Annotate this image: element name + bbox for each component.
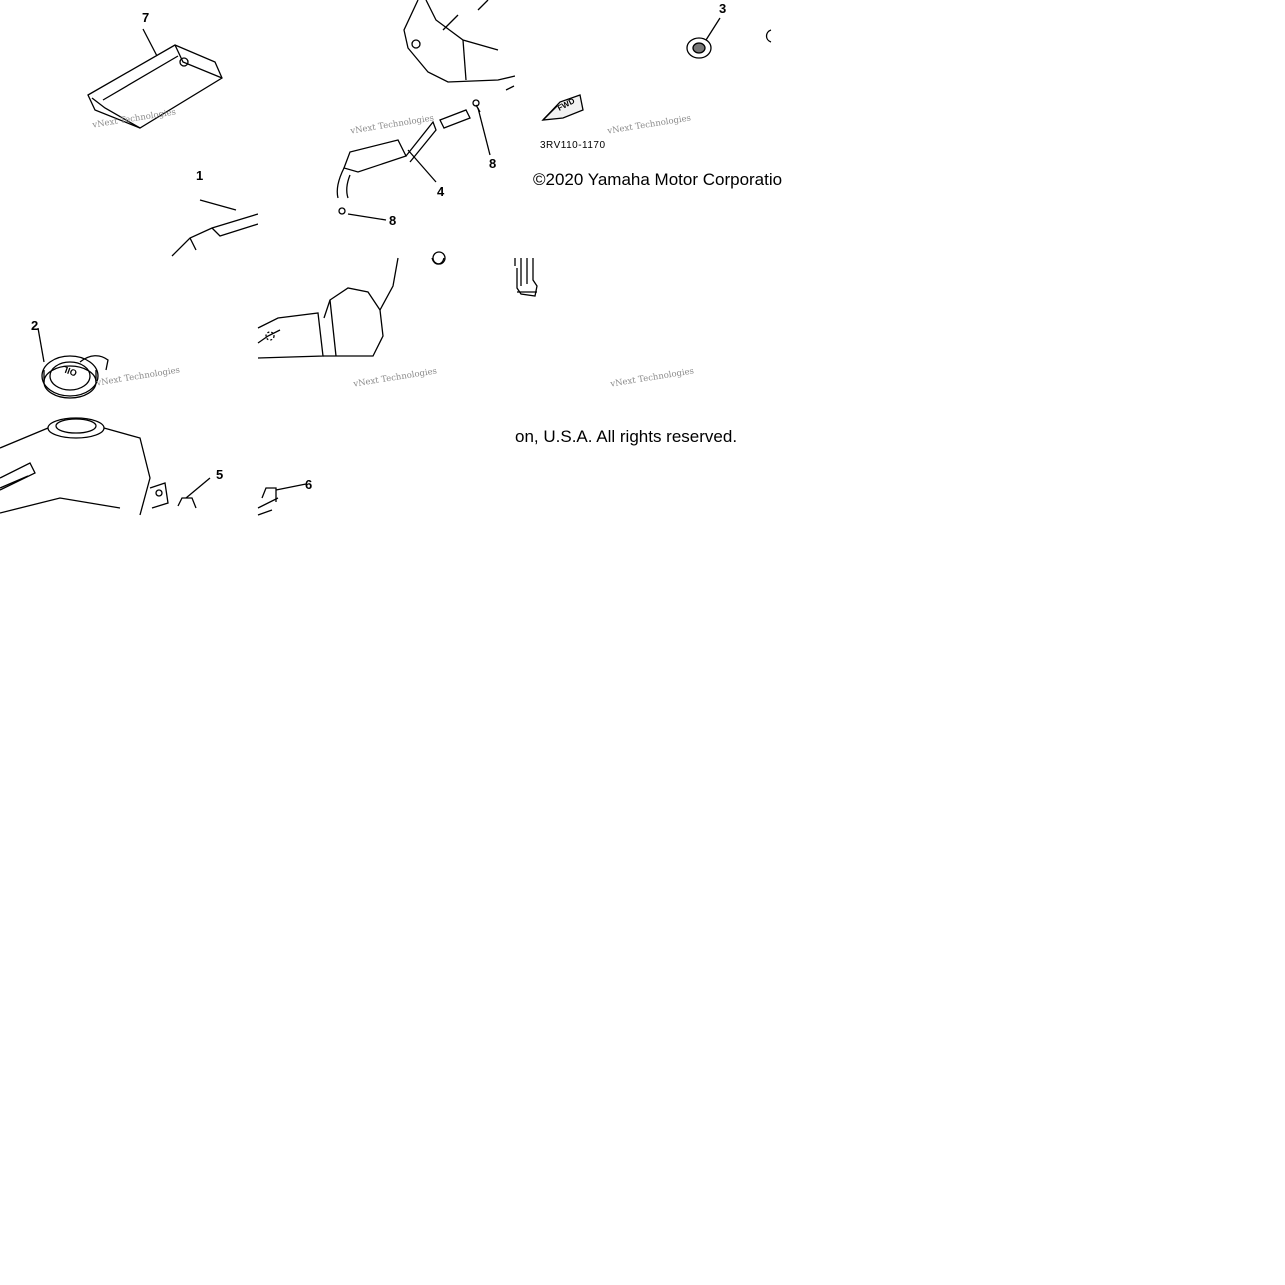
diagram-tile-tank: 2 5 OIL vNext Technologies: [0, 258, 258, 516]
diagram-tile-bracket: 6 vNext Technologies: [257, 251, 515, 516]
tank-bracket-drawing: [257, 251, 446, 516]
callout-8-lower: 8: [389, 213, 397, 228]
callout-4: 4: [437, 184, 445, 199]
callout-3: 3: [719, 1, 727, 16]
copyright-notice-continued: on, U.S.A. All rights reserved.: [515, 427, 738, 446]
tool-bag-drawing: [87, 28, 259, 257]
callout-8-upper: 8: [489, 156, 497, 171]
callout-2: 2: [31, 318, 39, 333]
part-code: 3RV110-1170: [540, 140, 606, 151]
copyright-notice: ©2020 Yamaha Motor Corporatio: [533, 170, 783, 189]
callout-5: 5: [216, 467, 224, 482]
breather-hose-drawing: [336, 0, 516, 221]
diagram-tile-bag: 7 1 vNext Technologies: [0, 0, 259, 258]
diagram-tile-hose: 4 8 8 vNext Technologies: [258, 0, 516, 258]
grommet-drawing: [541, 17, 772, 121]
oil-tank-drawing: [0, 327, 211, 516]
callout-1: 1: [196, 168, 204, 183]
diagram-tile-copyright: on, U.S.A. All rights reserved. vNext Te…: [514, 258, 772, 515]
callout-6: 6: [305, 477, 313, 492]
diagram-tile-info: 3 FWD 3RV110-1170 ©2020 Yamaha Motor Cor…: [515, 0, 782, 258]
stay-drawing: [514, 258, 538, 297]
callout-7: 7: [142, 10, 150, 25]
